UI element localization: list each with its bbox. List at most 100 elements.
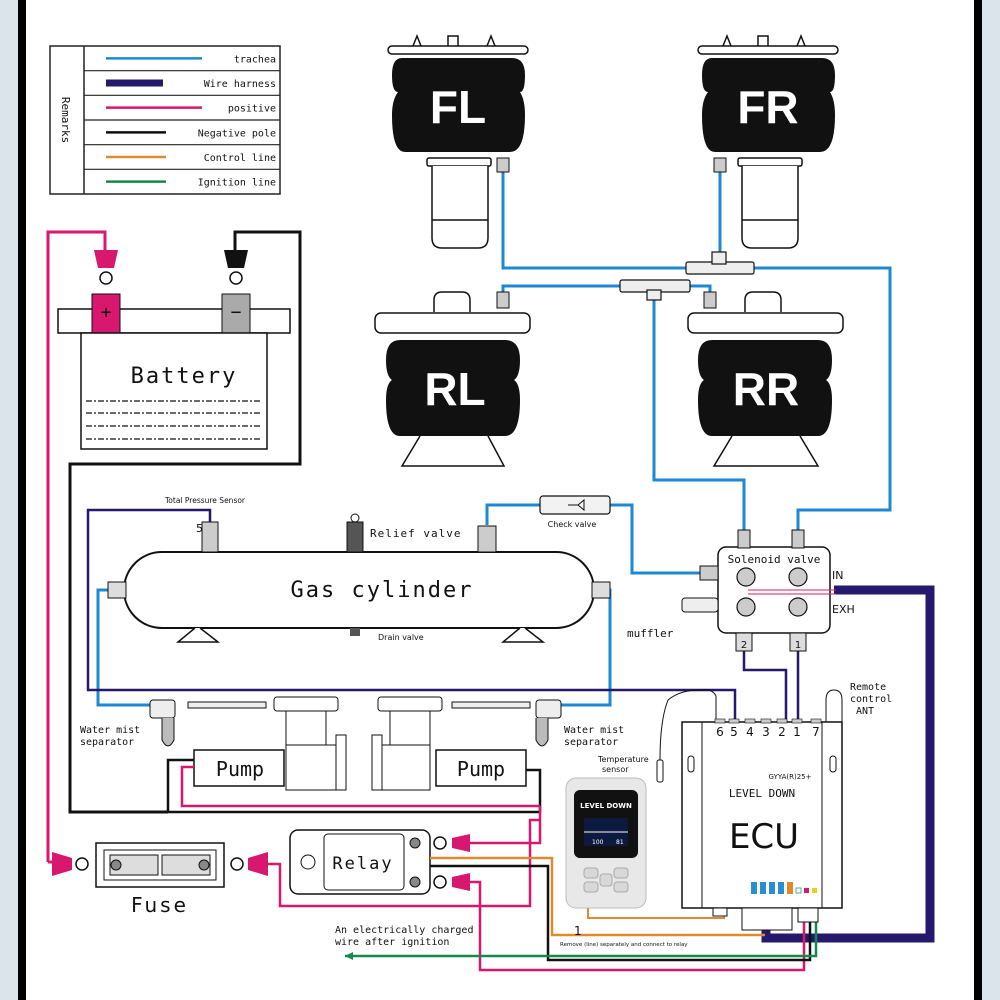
temp-sensor-label-2: sensor [602,765,629,774]
pressure-sensor-wire [86,508,737,722]
fuse-label: Fuse [131,893,189,917]
airbag-fl-label: FL [430,81,486,133]
ecu-model: GYYA(R)25+ [769,773,812,781]
ignition-note-1: An electrically charged [335,925,473,936]
drain-valve-label: Drain valve [378,633,424,642]
muffler-label: muffler [627,627,674,640]
relief-valve-label: Relief valve [370,527,461,540]
airbag-fr-label: FR [737,81,798,133]
airbag-rr-label: RR [733,363,799,415]
gas-cylinder: Gas cylinder 5 Total Pressure Sensor Rel… [107,495,611,643]
gas-cylinder-label: Gas cylinder [291,578,474,603]
remote-ant-label-2: control [850,694,892,705]
trachea-rear-to-solenoid [652,298,746,530]
wire-number-label: 1 [574,924,582,938]
ecu-pin-connector [760,718,772,724]
ecu-pin-label: 6 [716,725,724,739]
check-valve-label: Check valve [548,520,597,529]
pump-wiring [166,758,542,814]
ecu-pin-label: 1 [793,725,801,739]
separator-right-label-2: separator [564,737,618,748]
battery-negative-symbol: − [231,302,242,323]
separator-left-label-2: separator [80,737,134,748]
remote-ant-label-1: Remote [850,682,886,693]
controller-button-4[interactable] [613,881,629,893]
solenoid-label: Solenoid valve [728,553,821,566]
legend-label: Negative pole [198,128,276,139]
solenoid-port-2: 2 [741,640,747,651]
ecu-pin-connector [791,718,803,724]
pump-left: Pump Water mist separator [80,696,347,791]
controller-screen-left: 100 [592,839,604,846]
ecu-pin-connector [744,718,756,724]
pressure-sensor [201,521,219,553]
right-border [974,0,982,1000]
airbag-rl: RL [374,291,531,467]
solenoid-port-1: 1 [795,640,801,651]
trachea-fl [501,170,688,270]
separator-right-label-1: Water mist [564,725,624,736]
ecu-label: ECU [729,817,799,857]
ecu-pin-label: 4 [746,725,754,739]
controller-button-2[interactable] [613,867,629,879]
ecu-pin-label: 5 [730,725,738,739]
trachea-check-to-solenoid [610,503,708,575]
tee-front-stem [711,251,727,265]
separator-left-label-1: Water mist [80,725,140,736]
battery-negative-wire [68,230,302,814]
pump-left-label: Pump [216,757,264,781]
ecu-pin-connector [776,718,788,724]
airbag-rl-label: RL [424,363,485,415]
ecu-pin-connector [728,718,740,724]
controller: LEVEL DOWN 100 81 Temperature sensor [565,689,725,919]
legend-label: Ignition line [198,178,276,189]
main-wire-harness [761,585,935,943]
trachea-front-to-solenoid [752,266,892,530]
legend-label: Control line [204,153,276,164]
controller-screen-right: 81 [616,839,624,846]
temp-sensor-label-1: Temperature [597,755,649,764]
controller-button-3[interactable] [583,881,599,893]
controller-brand: LEVEL DOWN [580,802,632,810]
fuse: Fuse [48,842,268,917]
ecu-pin-label: 3 [762,725,770,739]
controller-button-1[interactable] [583,867,599,879]
relief-valve [346,521,364,553]
fuse-to-relay-wire [268,818,540,908]
trachea-lines [96,170,892,707]
battery-positive-symbol: + [101,302,112,323]
solenoid-exh-label: EXH [832,603,855,616]
remote-ant-label-3: ANT [856,706,874,717]
tee-rear-stem [646,289,662,301]
ecu-brand: LEVEL DOWN [729,787,795,800]
solenoid-in-label: IN [832,569,843,582]
pressure-sensor-pin: 5 [196,522,203,535]
pressure-sensor-label: Total Pressure Sensor [164,496,246,505]
ecu-pin-connector [810,718,822,724]
trachea-tank-left-to-pump [96,588,150,707]
remove-note: Remove (line) separately and connect to … [560,942,688,948]
relay-wiring [345,806,818,972]
ignition-note-2: wire after ignition [335,937,449,948]
dip-switches [751,882,817,894]
controller-button-center[interactable] [599,873,613,887]
ecu-pin-label: 2 [778,725,786,739]
muffler [681,597,719,613]
airbag-rr: RR [687,291,844,467]
pump-right-label: Pump [457,757,505,781]
pump-right: Pump Water mist separator [371,696,624,791]
trachea-tank-to-check [485,503,540,525]
solenoid-valve: Solenoid valve 2 1 IN EXH muffler [627,529,855,652]
legend-label: trachea [234,54,276,65]
legend-label: positive [228,104,276,115]
ecu-pin-label: 7 [812,725,820,739]
airbag-fl: FL [387,33,529,249]
battery: + − Battery [46,230,302,862]
harness-thin-lines [86,508,800,722]
legend-label: Wire harness [204,79,276,90]
battery-positive-wire [46,230,107,862]
battery-label: Battery [131,364,238,389]
